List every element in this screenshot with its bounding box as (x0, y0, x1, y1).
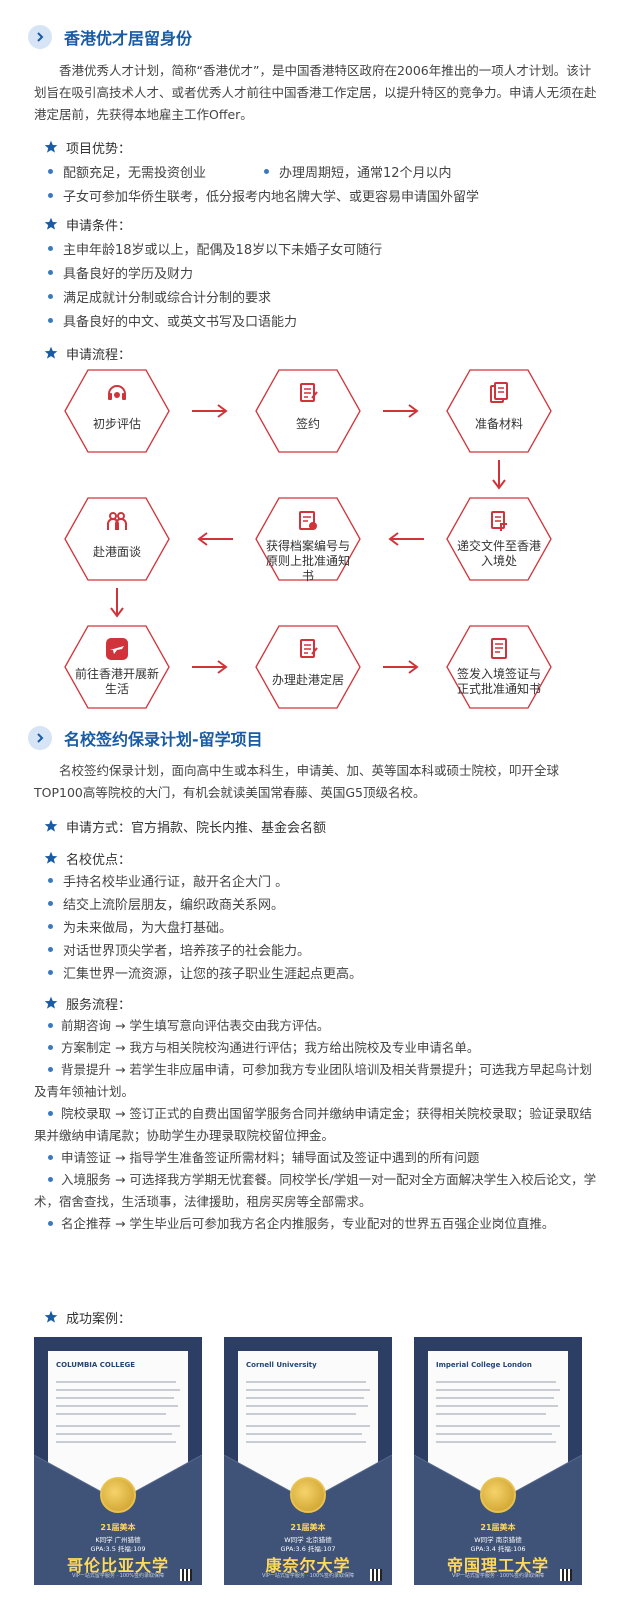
seal-icon (100, 1477, 136, 1513)
seal-icon (480, 1477, 516, 1513)
star-icon (44, 1310, 58, 1323)
star-icon (44, 140, 58, 153)
list-item: 主申年龄18岁或以上，配偶及18岁以下未婚子女可随行 (48, 238, 382, 258)
service-list: 前期咨询 → 学生填写意向评估表交由我方评估。 方案制定 → 我方与相关院校沟通… (34, 1015, 600, 1235)
process-step: 签约 (255, 369, 361, 453)
submit-document-icon (491, 511, 507, 531)
list-item: 满足成就计分制或综合计分制的要求 (48, 286, 271, 306)
intro-paragraph: 名校签约保录计划，面向高中生或本科生，申请美、加、英等国本科或硕士院校，叩开全球… (34, 763, 560, 800)
service-item: 院校录取 → 签订正式的自费出国留学服务合同并缴纳申请定金；获得相关院校录取；验… (34, 1106, 592, 1143)
list-item: 对话世界顶尖学者，培养孩子的社会能力。 (48, 939, 310, 959)
process-step: 赴港面谈 (64, 497, 170, 581)
list-item: 结交上流阶层朋友，编织政商关系网。 (48, 893, 284, 913)
interview-icon (107, 512, 127, 530)
arrow-right-icon (383, 660, 419, 674)
list-item: 办理周期短，通常12个月以内 (264, 161, 452, 181)
star-icon (44, 996, 58, 1009)
star-icon (44, 346, 58, 359)
section-title-study-abroad: 名校签约保录计划-留学项目 (28, 723, 263, 753)
qr-code-icon (180, 1569, 192, 1581)
visa-icon (491, 638, 507, 659)
arrow-right-icon (192, 404, 228, 418)
list-item: 为未来做局，为大盘打基础。 (48, 916, 232, 936)
service-item: 入境服务 → 可选择我方学期无忧套餐。同校学长/学姐一对一配对全方面解决学生入校… (34, 1172, 597, 1209)
airplane-icon (106, 638, 128, 660)
star-icon (44, 819, 58, 832)
service-item: 前期咨询 → 学生填写意向评估表交由我方评估。 (34, 1015, 600, 1037)
star-icon (44, 851, 58, 864)
approval-notice-icon (299, 511, 317, 530)
heading-service: 服务流程： (44, 993, 131, 1013)
heading-process: 申请流程： (44, 343, 131, 363)
contract-icon (300, 383, 318, 402)
service-item: 方案制定 → 我方与相关院校沟通进行评估；我方给出院校及专业申请名单。 (34, 1037, 600, 1059)
case-card: COLUMBIA COLLEGE 21届美本 K同学 广州猎德 GPA:3.5 … (34, 1337, 202, 1585)
documents-icon (490, 382, 508, 403)
qr-code-icon (370, 1569, 382, 1581)
qr-code-icon (560, 1569, 572, 1581)
service-item: 背景提升 → 若学生非应届申请，可参加我方专业团队培训及相关背景提升；可选我方早… (34, 1062, 592, 1099)
arrow-down-icon (492, 460, 506, 490)
process-step: 初步评估 (64, 369, 170, 453)
star-icon (44, 217, 58, 230)
list-item: 具备良好的学历及财力 (48, 262, 193, 282)
heading-advantages: 项目优势： (44, 137, 131, 157)
arrow-left-icon (388, 532, 424, 546)
case-card: Cornell University 21届美本 W同学 北京猎德 GPA:3.… (224, 1337, 392, 1585)
process-step: 前往香港开展新生活 (64, 625, 170, 709)
chevron-right-icon (28, 726, 52, 750)
case-card: Imperial College London 21届美本 W同学 南京猎德 G… (414, 1337, 582, 1585)
heading-benefits: 名校优点： (44, 848, 131, 868)
list-item: 汇集世界一流资源，让您的孩子职业生涯起点更高。 (48, 962, 362, 982)
settle-icon (300, 639, 318, 658)
offer-letter-image: Imperial College London (428, 1351, 568, 1501)
chevron-right-icon (28, 25, 52, 49)
heading-cases: 成功案例： (44, 1307, 131, 1327)
arrow-left-icon (197, 532, 233, 546)
arrow-right-icon (192, 660, 228, 674)
list-item: 手持名校毕业通行证，敲开名企大门 。 (48, 870, 288, 890)
arrow-right-icon (383, 404, 419, 418)
headset-icon (108, 385, 126, 400)
process-step: 签发入境签证与正式批准通知书 (446, 625, 552, 709)
section-title-hk-talent: 香港优才居留身份 (28, 22, 192, 52)
list-item: 子女可参加华侨生联考，低分报考内地名牌大学、或更容易申请国外留学 (48, 185, 479, 205)
process-step: 递交文件至香港入境处 (446, 497, 552, 581)
list-item: 配额充足，无需投资创业 (48, 161, 206, 181)
heading-conditions: 申请条件： (44, 214, 131, 234)
process-step: 办理赴港定居 (255, 625, 361, 709)
heading-method: 申请方式：官方捐款、院长内推、基金会名额 (44, 816, 326, 836)
arrow-down-icon (110, 588, 124, 618)
service-item: 名企推荐 → 学生毕业后可参加我方名企内推服务，专业配对的世界五百强企业岗位直推… (34, 1213, 600, 1235)
list-item: 具备良好的中文、或英文书写及口语能力 (48, 310, 297, 330)
service-item: 申请签证 → 指导学生准备签证所需材料；辅导面试及签证中遇到的所有问题 (34, 1147, 600, 1169)
intro-paragraph: 香港优秀人才计划，简称“香港优才”，是中国香港特区政府在2006年推出的一项人才… (34, 63, 597, 122)
seal-icon (290, 1477, 326, 1513)
process-step: 获得档案编号与原则上批准通知书 (255, 497, 361, 583)
process-step: 准备材料 (446, 369, 552, 453)
